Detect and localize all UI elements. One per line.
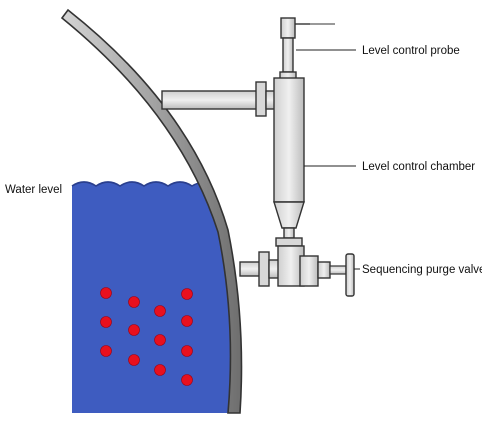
red-circle-icon bbox=[128, 296, 140, 308]
label-level-control-probe: Level control probe bbox=[362, 45, 460, 57]
lower-connection-pipe bbox=[239, 251, 286, 287]
vessel-shell bbox=[60, 8, 243, 414]
upper-flange bbox=[255, 81, 267, 117]
label-water-level: Water level bbox=[5, 184, 62, 196]
red-circle-icon bbox=[128, 324, 140, 336]
red-circle-icon bbox=[181, 288, 193, 300]
lower-flange bbox=[258, 251, 270, 287]
red-circle-icon bbox=[181, 345, 193, 357]
water-surface bbox=[71, 181, 207, 187]
red-circle-icon bbox=[181, 374, 193, 386]
red-circle-icon bbox=[154, 334, 166, 346]
steam-bubbles bbox=[100, 287, 193, 386]
red-circle-icon bbox=[154, 364, 166, 376]
red-circle-icon bbox=[100, 316, 112, 328]
red-circle-icon bbox=[100, 287, 112, 299]
valve-handwheel-icon bbox=[277, 245, 355, 297]
label-sequencing-purge-valve: Sequencing purge valve bbox=[362, 264, 482, 276]
red-circle-icon bbox=[181, 315, 193, 327]
upper-connection-pipe bbox=[161, 81, 277, 117]
water-body bbox=[72, 182, 233, 413]
red-circle-icon bbox=[154, 305, 166, 317]
level-control-chamber bbox=[273, 77, 305, 247]
red-circle-icon bbox=[100, 345, 112, 357]
leader-lines bbox=[296, 49, 360, 270]
label-level-control-chamber: Level control chamber bbox=[362, 161, 475, 173]
red-circle-icon bbox=[128, 354, 140, 366]
